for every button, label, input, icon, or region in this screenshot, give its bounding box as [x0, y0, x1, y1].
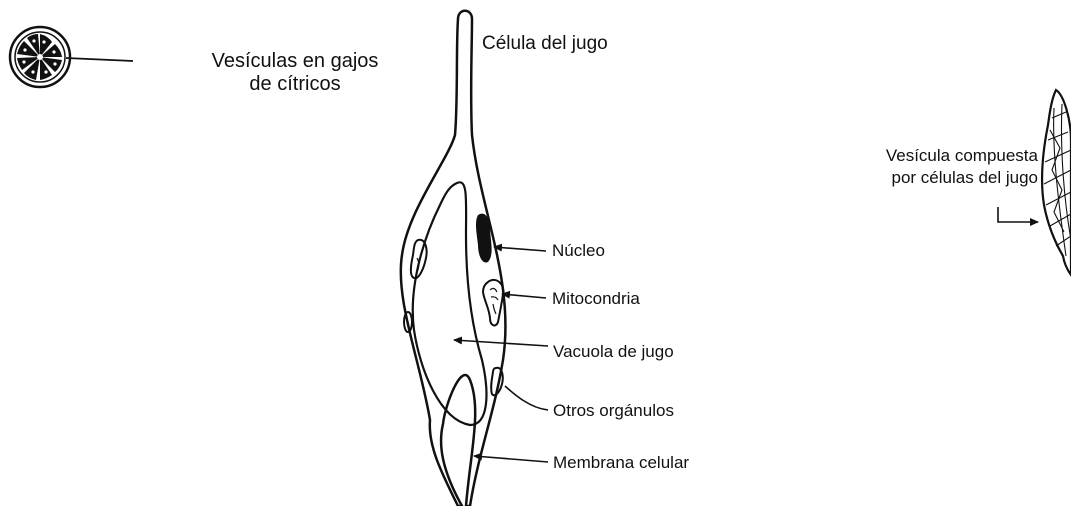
vesicle-icon: [1042, 90, 1071, 275]
mitochondria: [483, 280, 503, 326]
vesicles-label-line1: Vesículas en gajos: [196, 50, 394, 73]
nucleus-pointer-arrow: [494, 247, 546, 251]
juice-vacuole-label: Vacuola de jugo: [553, 341, 674, 363]
other-organelles-pointer-line: [505, 386, 548, 410]
nucleus-label: Núcleo: [552, 240, 605, 262]
compound-vesicle-label-line2: por células del jugo: [838, 167, 1038, 189]
compound-vesicle-label-line1: Vesícula compuesta: [838, 145, 1038, 167]
citrus-pointer-line: [66, 58, 133, 61]
mitochondria-label: Mitocondria: [552, 288, 640, 310]
membrane-pointer-arrow: [474, 456, 548, 462]
vacuole-pointer-arrow: [454, 340, 548, 346]
vesicles-label-line2: de cítricos: [196, 73, 394, 96]
vesicles-label: Vesículas en gajos de cítricos: [196, 50, 394, 96]
other-organelles-label: Otros orgánulos: [553, 400, 674, 422]
juice-cell-label: Célula del jugo: [482, 33, 608, 55]
mitochondria-pointer-arrow: [502, 294, 546, 298]
cell-membrane-label: Membrana celular: [553, 452, 689, 474]
vesicle-pointer-arrow: [998, 207, 1038, 222]
citrus-slice-icon: [10, 27, 70, 87]
compound-vesicle-label: Vesícula compuesta por células del jugo: [838, 145, 1038, 189]
